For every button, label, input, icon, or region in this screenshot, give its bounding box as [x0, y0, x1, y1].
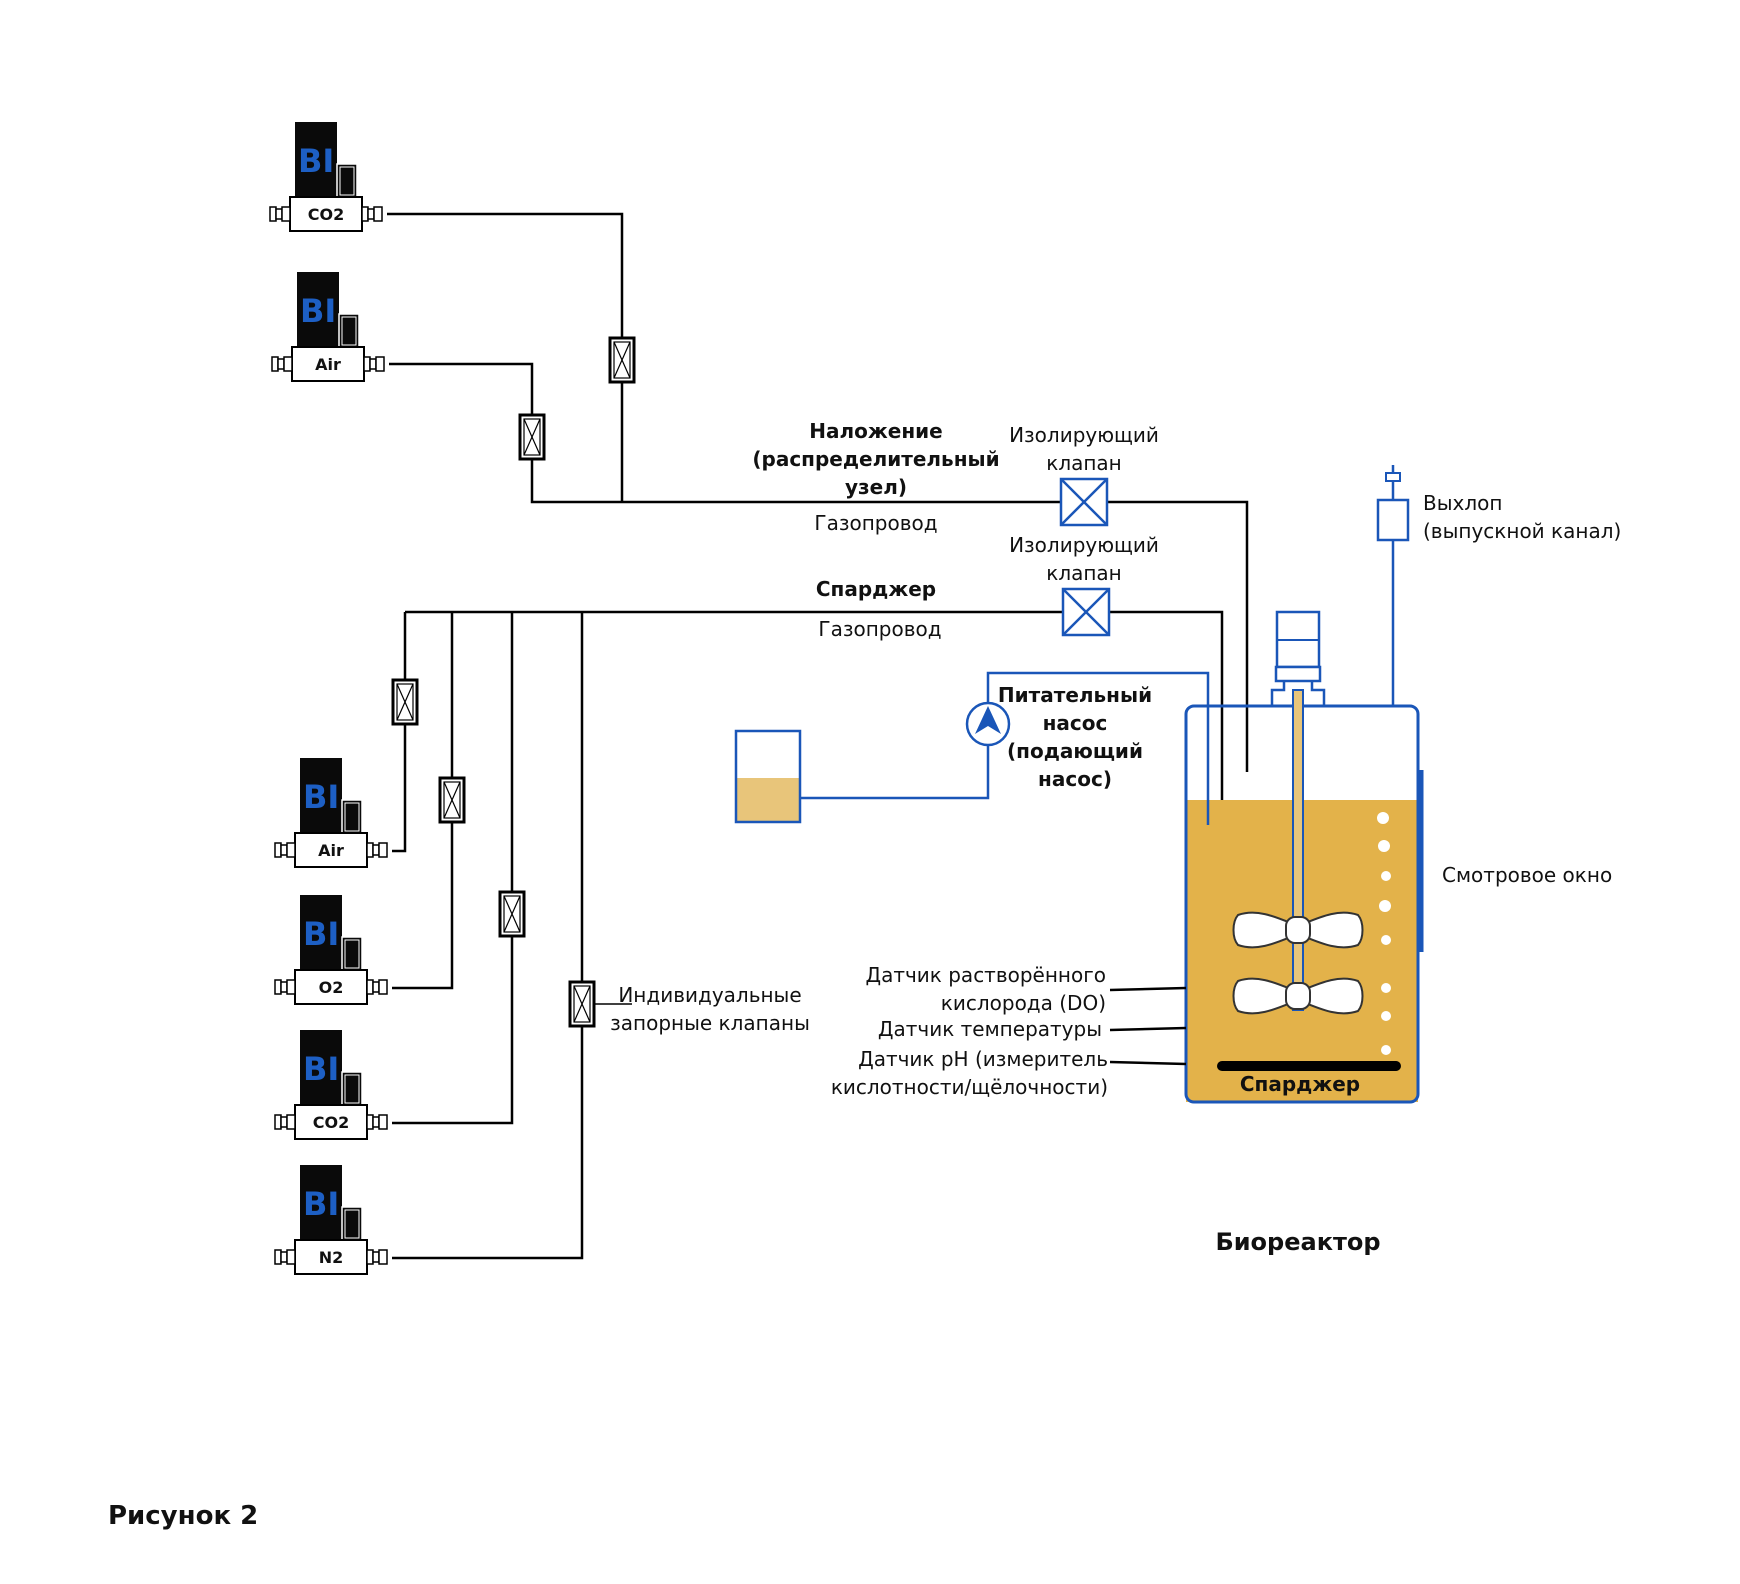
sparger-valve-co2[interactable]: [498, 890, 526, 938]
mfc-gas-label: O2: [319, 978, 344, 997]
exhaust-label: (выпускной канал): [1423, 519, 1621, 543]
exhaust-label: Выхлоп: [1423, 491, 1502, 515]
mfc-air-overlay: BI Air: [271, 272, 385, 382]
mfc-logo: BI: [303, 915, 339, 953]
ph-sensor-label: кислотности/щёлочности): [831, 1075, 1108, 1099]
gas-bubbles: [1377, 812, 1391, 1055]
overlay-title: (распределительный: [752, 447, 999, 471]
isolation-valve-sparger[interactable]: [1061, 587, 1111, 637]
isolation-valve-overlay[interactable]: [1059, 477, 1109, 527]
isolation-valve-label: клапан: [1046, 451, 1122, 475]
overlay-valve-co2[interactable]: [608, 336, 636, 384]
impeller-lower: [1232, 977, 1364, 1015]
overlay-title: узел): [845, 475, 907, 499]
sparger-pipes: [392, 610, 1224, 1260]
mfc-logo: BI: [298, 142, 334, 180]
mfc-co2-overlay: BI CO2: [269, 122, 383, 232]
exhaust-port: [1376, 465, 1410, 706]
overlay-title: Наложение: [809, 419, 943, 443]
figure-caption: Рисунок 2: [108, 1501, 258, 1531]
feed-reservoir: [734, 729, 802, 824]
mfc-logo: BI: [303, 1050, 339, 1088]
mfc-body: [295, 122, 337, 197]
feed-pump-label: (подающий: [1007, 739, 1143, 763]
individual-valves-label: Индивидуальные: [618, 983, 801, 1007]
overlay-valve-air[interactable]: [518, 413, 546, 461]
sparger-line-label: Газопровод: [818, 617, 941, 641]
mfc-gas-label: N2: [319, 1248, 344, 1267]
feed-line: [800, 671, 1210, 825]
feed-pump-icon[interactable]: [965, 701, 1011, 747]
mfc-gas-label: Air: [315, 355, 341, 374]
mfc-o2-sparger: BI O2: [274, 895, 388, 1005]
do-sensor-label: Датчик растворённого: [865, 963, 1106, 987]
sensor-leaders: [1109, 986, 1187, 1066]
mfc-gas-label: CO2: [308, 205, 344, 224]
sparger-valve-o2[interactable]: [438, 776, 466, 824]
mfc-logo: BI: [303, 1185, 339, 1223]
individual-valves-label: запорные клапаны: [610, 1011, 810, 1035]
feed-pump-label: насос: [1043, 711, 1108, 735]
do-sensor-label: кислорода (DO): [941, 991, 1106, 1015]
mfc-air-sparger: BI Air: [274, 758, 388, 868]
sparger-valve-n2[interactable]: [568, 980, 596, 1028]
mfc-logo: BI: [300, 292, 336, 330]
feed-pump-label: насос): [1038, 767, 1112, 791]
temperature-sensor-label: Датчик температуры: [878, 1017, 1102, 1041]
feed-pump-label: Питательный: [998, 683, 1152, 707]
overlay-line-label: Газопровод: [814, 511, 937, 535]
mfc-gas-label: CO2: [313, 1113, 349, 1132]
isolation-valve-label: Изолирующий: [1009, 533, 1159, 557]
sparger-title: Спарджер: [816, 577, 936, 601]
mfc-co2-sparger: BI CO2: [274, 1030, 388, 1140]
sparger-valve-air[interactable]: [391, 678, 419, 726]
ph-sensor-label: Датчик pH (измеритель: [858, 1047, 1108, 1071]
impeller-upper: [1232, 911, 1364, 949]
agitator-shaft: [1292, 689, 1304, 1011]
bioreactor-vessel: [1184, 610, 1424, 1104]
mfc-logo: BI: [303, 778, 339, 816]
bioreactor-label: Биореактор: [1215, 1228, 1380, 1256]
mfc-gas-label: Air: [318, 841, 344, 860]
sparger-vessel-label: Спарджер: [1240, 1072, 1360, 1096]
isolation-valve-label: Изолирующий: [1009, 423, 1159, 447]
sight-window-label: Смотровое окно: [1442, 863, 1612, 887]
isolation-valve-label: клапан: [1046, 561, 1122, 585]
mfc-n2-sparger: BI N2: [274, 1165, 388, 1275]
